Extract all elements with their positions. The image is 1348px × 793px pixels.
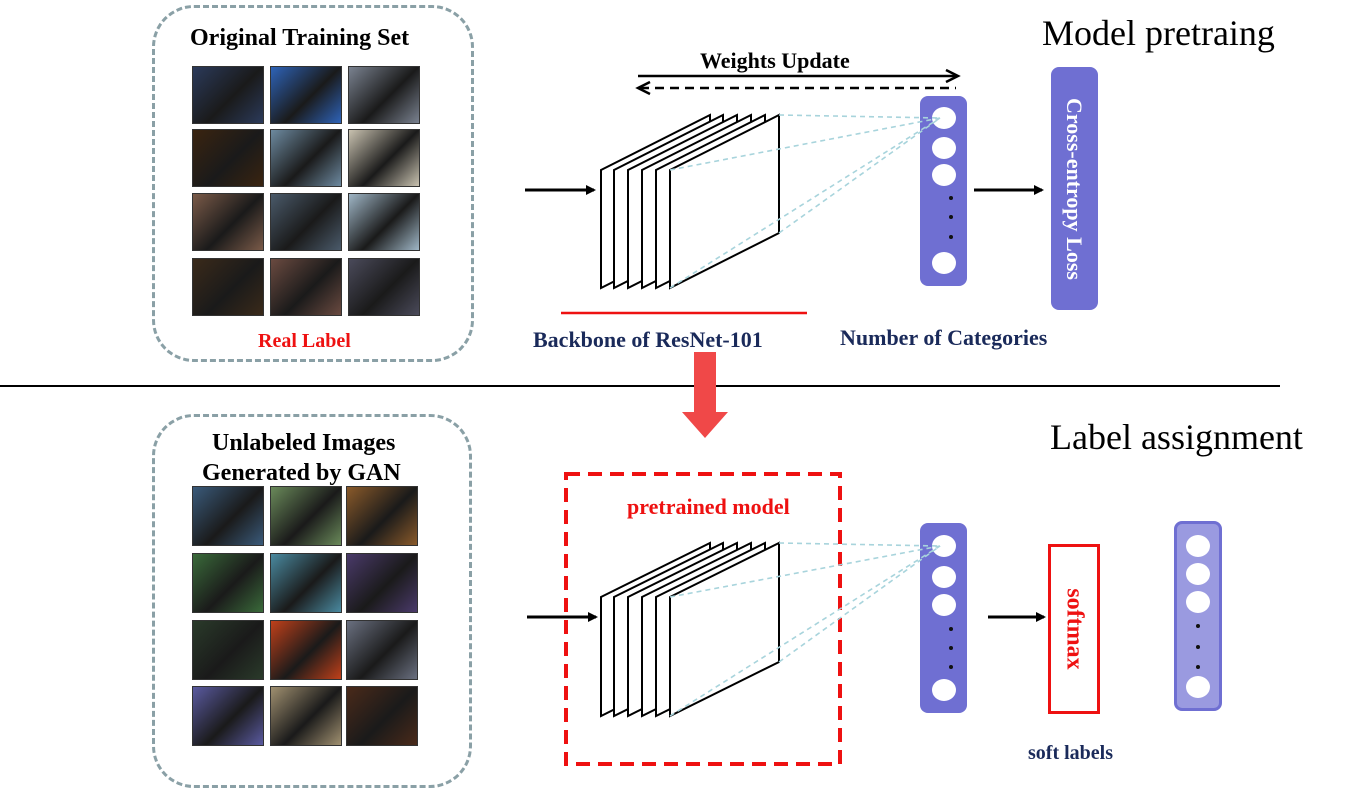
gan-image-thumbnail [346, 686, 418, 746]
backbone-layers-bottom [600, 541, 780, 718]
gan-image-thumbnail [270, 686, 342, 746]
label-assignment-title: Label assignment [1050, 417, 1303, 457]
vector-node [932, 252, 956, 274]
original-training-set-title: Original Training Set [190, 25, 410, 51]
vector-node [1186, 676, 1210, 698]
ellipsis-dot [1196, 645, 1200, 649]
vector-node [932, 107, 956, 129]
model-pretraining-title: Model pretraing [1042, 13, 1275, 53]
training-image-thumbnail [192, 193, 264, 251]
gan-image-thumbnail [270, 486, 342, 546]
training-image-thumbnail [348, 193, 420, 251]
ellipsis-dot [949, 196, 953, 200]
pretrained-model-label: pretrained model [627, 494, 790, 519]
vector-node [932, 164, 956, 186]
vector-node [932, 137, 956, 159]
gan-images-box [152, 414, 472, 788]
training-image-thumbnail [270, 193, 342, 251]
softmax-box [1048, 544, 1100, 714]
weights-update-label: Weights Update [700, 48, 850, 73]
ellipsis-dot [949, 215, 953, 219]
real-label-caption: Real Label [258, 330, 351, 352]
ellipsis-dot [949, 646, 953, 650]
gan-image-thumbnail [192, 686, 264, 746]
vector-node [1186, 563, 1210, 585]
training-image-thumbnail [192, 129, 264, 187]
gan-image-thumbnail [270, 553, 342, 613]
ellipsis-dot [1196, 624, 1200, 628]
vector-node [932, 594, 956, 616]
gan-image-thumbnail [192, 620, 264, 680]
training-image-thumbnail [270, 258, 342, 316]
unlabeled-images-title-line1: Unlabeled Images [212, 430, 396, 456]
training-image-thumbnail [348, 66, 420, 124]
gan-image-thumbnail [270, 620, 342, 680]
unlabeled-images-title-line2: Generated by GAN [202, 460, 401, 486]
ellipsis-dot [949, 627, 953, 631]
backbone-layers-top [600, 113, 780, 290]
training-image-thumbnail [348, 258, 420, 316]
vector-node [932, 535, 956, 557]
gan-image-thumbnail [346, 553, 418, 613]
ellipsis-dot [1196, 665, 1200, 669]
vector-node [932, 566, 956, 588]
training-image-thumbnail [270, 66, 342, 124]
ellipsis-dot [949, 665, 953, 669]
original-training-set-box [152, 5, 474, 362]
soft-labels-caption: soft labels [1028, 742, 1113, 764]
vector-node [1186, 591, 1210, 613]
gan-image-thumbnail [192, 553, 264, 613]
gan-image-thumbnail [192, 486, 264, 546]
number-of-categories-label: Number of Categories [840, 325, 1048, 350]
cross-entropy-loss-box [1051, 67, 1098, 310]
gan-image-thumbnail [346, 620, 418, 680]
gan-image-thumbnail [346, 486, 418, 546]
training-image-thumbnail [270, 129, 342, 187]
training-image-thumbnail [192, 258, 264, 316]
vector-node [932, 679, 956, 701]
connector-lines-top [669, 114, 941, 289]
connector-lines-bottom [669, 542, 941, 717]
ellipsis-dot [949, 235, 953, 239]
training-image-thumbnail [192, 66, 264, 124]
weights-update-arrows [635, 68, 961, 96]
training-image-thumbnail [348, 129, 420, 187]
transfer-arrow [682, 352, 728, 438]
vector-node [1186, 535, 1210, 557]
backbone-label: Backbone of ResNet-101 [533, 327, 763, 352]
